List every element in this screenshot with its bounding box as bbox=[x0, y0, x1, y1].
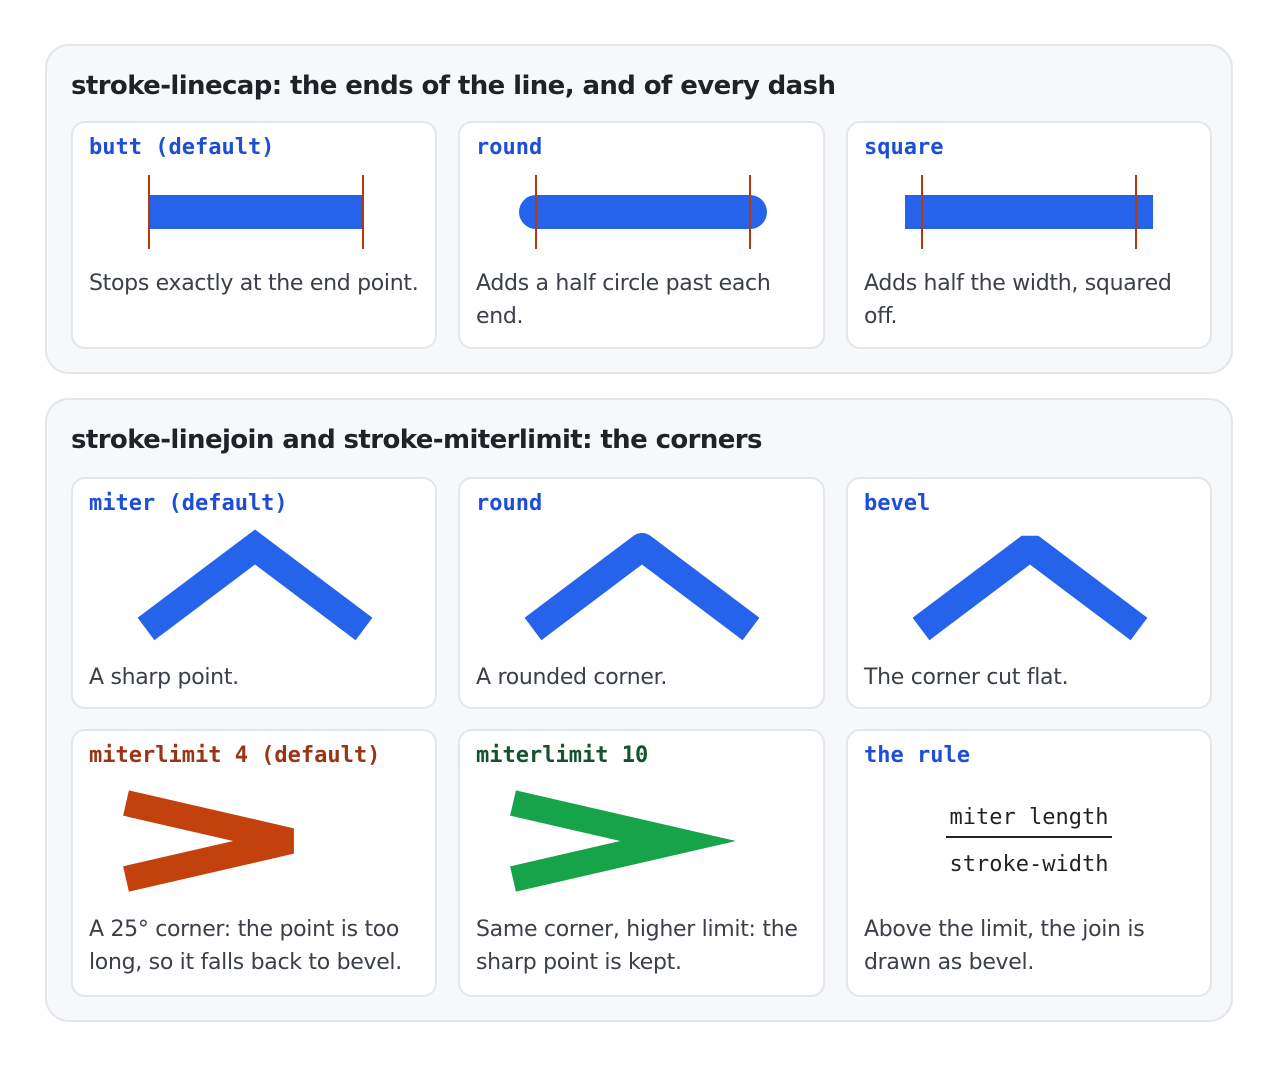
miter-ratio-fraction: miter length stroke-width bbox=[848, 805, 1210, 877]
card-desc-miter: A sharp point. bbox=[89, 665, 239, 690]
card-miterlimit-10: miterlimit 10 Same corner, higher limit:… bbox=[458, 729, 825, 997]
round-join-illustration bbox=[524, 533, 760, 641]
card-linejoin-bevel: bevel The corner cut flat. bbox=[846, 477, 1212, 709]
butt-cap-illustration bbox=[148, 175, 364, 249]
card-label-round-cap: round bbox=[476, 135, 543, 160]
bevel-join-path bbox=[912, 535, 1148, 641]
card-desc-round-cap: Adds a half circle past each end. bbox=[476, 271, 771, 329]
card-label-the-rule: the rule bbox=[864, 743, 970, 768]
card-linecap-round: round Adds a half circle past each end. bbox=[458, 121, 825, 349]
card-label-miterlimit-10: miterlimit 10 bbox=[476, 743, 649, 768]
card-miterlimit-4: miterlimit 4 (default) A 25° corner: the… bbox=[71, 729, 437, 997]
card-label-bevel: bevel bbox=[864, 491, 931, 516]
fraction-denominator: stroke-width bbox=[949, 852, 1109, 877]
card-linejoin-round: round A rounded corner. bbox=[458, 477, 825, 709]
miter-join-path bbox=[137, 529, 373, 641]
bevel-join-illustration bbox=[912, 535, 1148, 641]
card-the-rule: the rule miter length stroke-width Above… bbox=[846, 729, 1212, 997]
miterlimit-4-illustration bbox=[123, 790, 294, 892]
card-label-square: square bbox=[864, 135, 944, 160]
linejoin-section-title: stroke-linejoin and stroke-miterlimit: t… bbox=[71, 425, 763, 455]
miterlimit-4-path bbox=[123, 790, 294, 892]
miterlimit-10-path bbox=[510, 790, 736, 892]
card-desc-the-rule: Above the limit, the join is drawn as be… bbox=[864, 917, 1145, 975]
card-linecap-butt: butt (default) Stops exactly at the end … bbox=[71, 121, 437, 349]
square-cap-illustration bbox=[905, 175, 1153, 249]
card-desc-round-join: A rounded corner. bbox=[476, 665, 668, 690]
round-join-path bbox=[524, 533, 760, 641]
card-label-miterlimit-4: miterlimit 4 (default) bbox=[89, 743, 381, 768]
linecap-section-title: stroke-linecap: the ends of the line, an… bbox=[71, 71, 836, 101]
fraction-numerator: miter length bbox=[945, 805, 1113, 838]
card-label-butt: butt (default) bbox=[89, 135, 275, 160]
miter-join-illustration bbox=[137, 529, 373, 641]
linejoin-section: stroke-linejoin and stroke-miterlimit: t… bbox=[45, 398, 1233, 1022]
card-desc-miterlimit-4: A 25° corner: the point is too long, so … bbox=[89, 917, 402, 975]
card-linejoin-miter: miter (default) A sharp point. bbox=[71, 477, 437, 709]
card-linecap-square: square Adds half the width, squared off. bbox=[846, 121, 1212, 349]
card-desc-miterlimit-10: Same corner, higher limit: the sharp poi… bbox=[476, 917, 798, 975]
card-label-miter: miter (default) bbox=[89, 491, 288, 516]
card-desc-bevel: The corner cut flat. bbox=[864, 665, 1069, 690]
round-cap-illustration bbox=[519, 175, 767, 249]
card-desc-butt: Stops exactly at the end point. bbox=[89, 271, 419, 296]
linecap-section: stroke-linecap: the ends of the line, an… bbox=[45, 44, 1233, 374]
card-label-round-join: round bbox=[476, 491, 543, 516]
card-desc-square: Adds half the width, squared off. bbox=[864, 271, 1172, 329]
miterlimit-10-illustration bbox=[510, 790, 736, 892]
